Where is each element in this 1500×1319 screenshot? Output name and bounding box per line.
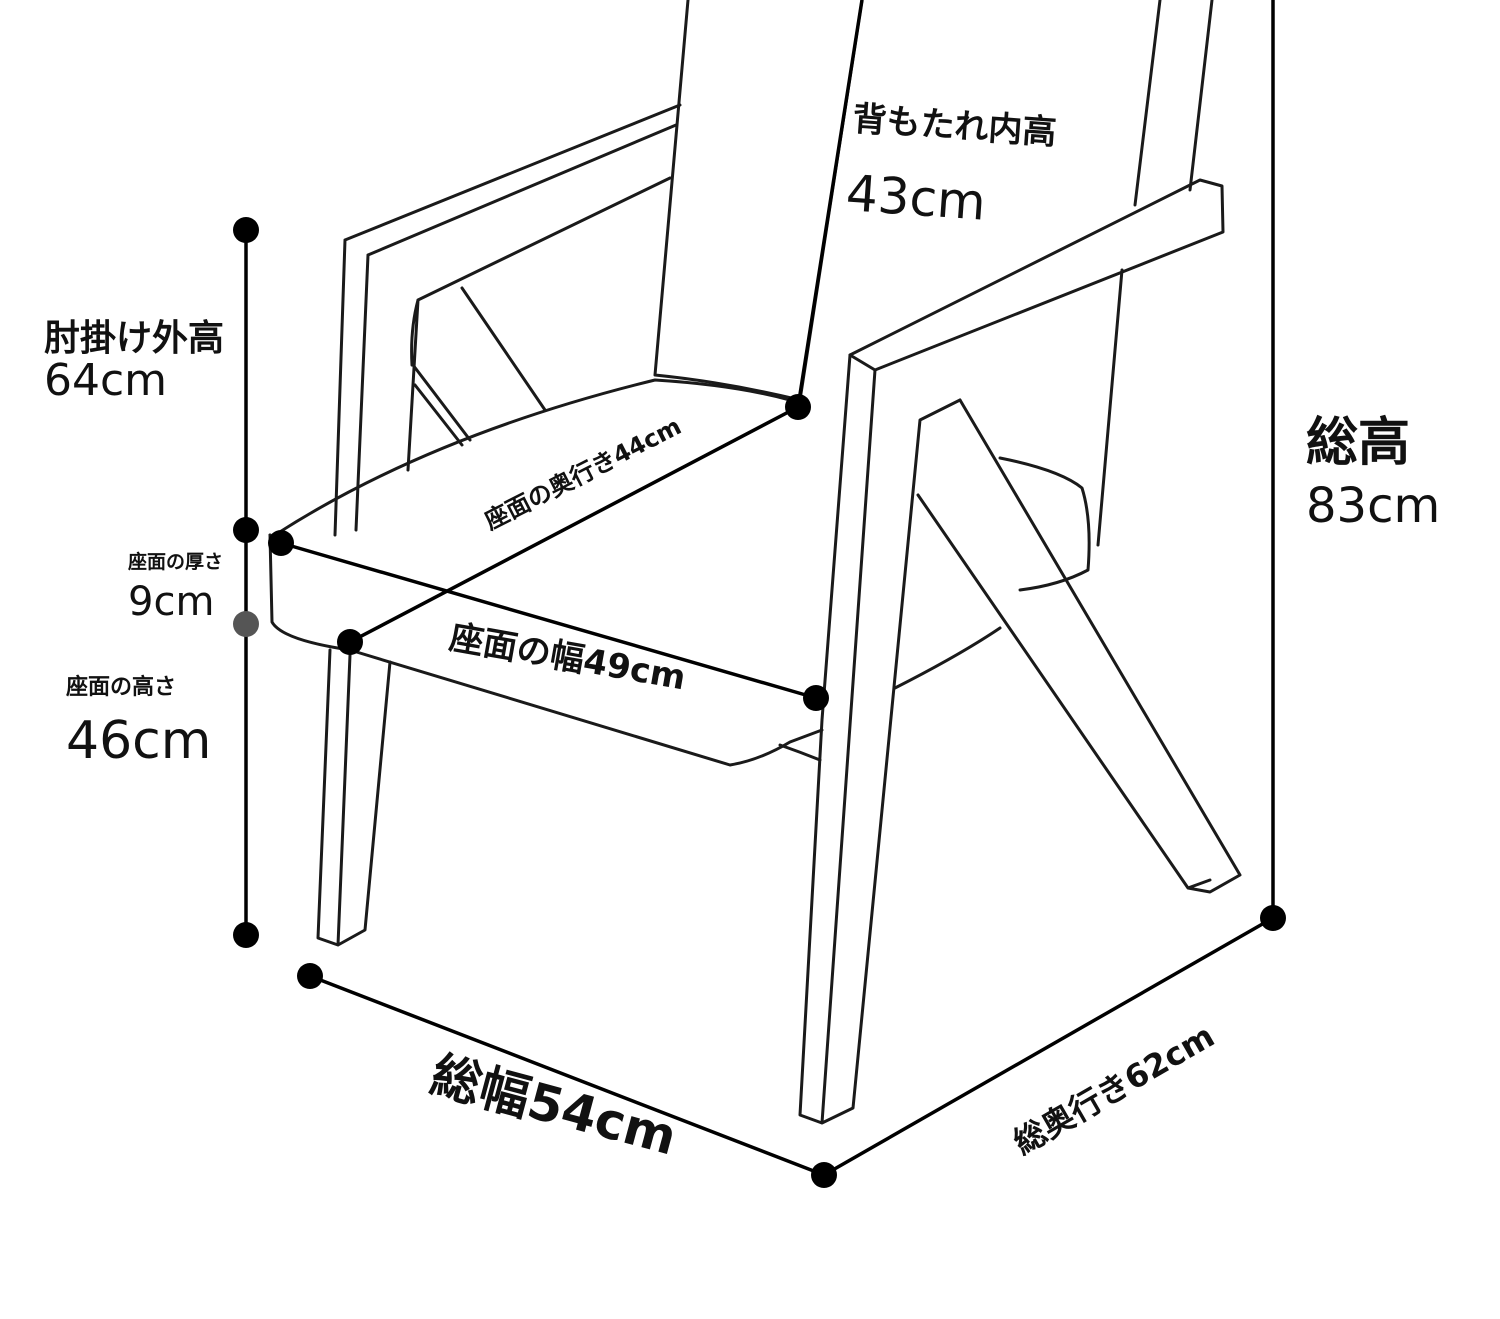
dot-floor-left — [233, 922, 259, 948]
dot-seat-bottom — [233, 611, 259, 637]
left-armrest — [333, 103, 682, 537]
dot-backrest-bottom — [785, 394, 811, 420]
dot-floor-front-left — [297, 963, 323, 989]
dot-floor-front-right — [811, 1162, 837, 1188]
backrest-right-panel — [1096, 0, 1214, 547]
seat-width-line — [280, 541, 817, 700]
seat-width-label: 座面の幅49cm — [446, 617, 688, 698]
seat-height-name: 座面の高さ — [66, 674, 176, 700]
dimension-dots — [233, 217, 1286, 1188]
total-depth-label: 総奥行き62cm — [1007, 1017, 1221, 1162]
left-diagonal-brace — [411, 286, 547, 447]
front-right-leg — [798, 353, 962, 1125]
total-height-name: 総高 — [1306, 413, 1410, 473]
dot-floor-back-right — [1260, 905, 1286, 931]
seat-depth-line — [349, 405, 799, 644]
backrest-height-line — [796, 0, 864, 408]
seat-depth-label: 座面の奥行き44cm — [480, 412, 686, 535]
seat-thickness-value: 9cm — [128, 579, 214, 625]
front-left-leg — [316, 648, 392, 947]
seat-thickness-name: 座面の厚さ — [128, 550, 223, 573]
armrest-height-value: 64cm — [44, 355, 167, 406]
armrest-height-name: 肘掛け外高 — [44, 318, 224, 359]
right-armrest — [848, 178, 1225, 372]
dot-seat-left — [268, 530, 294, 556]
left-side-inner — [406, 176, 672, 472]
under-seat-rail — [778, 626, 1002, 762]
chair-illustration — [268, 0, 1242, 1125]
total-depth-line — [823, 916, 1274, 1177]
dimension-lines — [244, 0, 1275, 1177]
seat-top — [273, 378, 792, 537]
total-width-label: 総幅54cm — [425, 1046, 683, 1167]
back-cushion-side — [998, 456, 1091, 592]
backrest-height-name: 背もたれ内高 — [851, 99, 1057, 153]
dot-seat-front — [337, 629, 363, 655]
dot-seat-right — [803, 685, 829, 711]
dot-armrest-top — [233, 217, 259, 243]
total-width-line — [309, 974, 825, 1177]
seat-height-value: 46cm — [66, 711, 211, 771]
total-height-value: 83cm — [1306, 478, 1440, 534]
back-right-leg — [916, 398, 1242, 894]
backrest-height-value: 43cm — [844, 164, 988, 232]
dot-seat-top — [233, 517, 259, 543]
